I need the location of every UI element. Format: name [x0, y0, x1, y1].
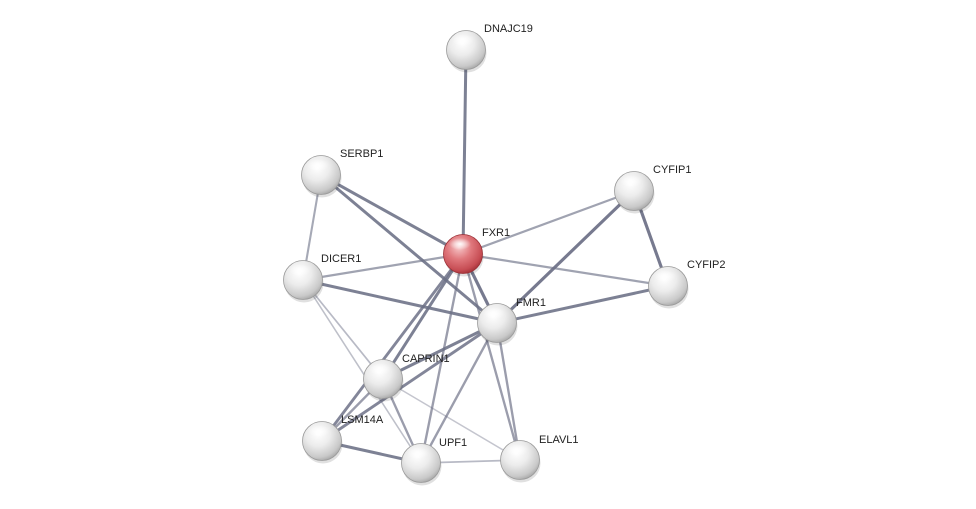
edge-fmr1-upf1[interactable] [419, 321, 499, 465]
node-highlight [452, 34, 474, 46]
edge-fxr1-caprin1[interactable] [381, 252, 465, 381]
node-highlight [308, 425, 330, 437]
node-highlight [369, 363, 391, 375]
edge-fxr1-cyfip1[interactable] [461, 189, 636, 256]
node-highlight [506, 444, 528, 456]
node-highlight [307, 159, 329, 171]
edge-dicer1-caprin1[interactable] [302, 279, 384, 380]
node-label-fxr1: FXR1 [482, 227, 510, 239]
edge-fxr1-lsm14a[interactable] [320, 252, 465, 443]
node-label-serbp1: SERBP1 [340, 148, 383, 160]
edge-fxr1-dnajc19[interactable] [461, 48, 468, 256]
node-highlight [289, 264, 311, 276]
node-lsm14a[interactable]: LSM14A [302, 414, 384, 464]
node-serbp1[interactable]: SERBP1 [301, 148, 384, 198]
node-label-cyfip2: CYFIP2 [687, 259, 726, 271]
edge-fxr1-dicer1[interactable] [301, 252, 465, 282]
edge-fmr1-elavl1[interactable] [495, 321, 522, 462]
node-label-lsm14a: LSM14A [341, 414, 384, 426]
node-highlight [449, 238, 471, 250]
node-highlight [620, 175, 642, 187]
node-upf1[interactable]: UPF1 [401, 437, 468, 486]
node-cyfip1[interactable]: CYFIP1 [614, 164, 692, 214]
edge-dicer1-upf1[interactable] [302, 279, 422, 464]
edge-fxr1-elavl1[interactable] [461, 252, 522, 462]
edge-serbp1-fmr1[interactable] [319, 173, 499, 325]
node-label-elavl1: ELAVL1 [539, 434, 579, 446]
node-cyfip2[interactable]: CYFIP2 [648, 259, 726, 309]
node-highlight [483, 307, 505, 319]
edge-fmr1-caprin1[interactable] [381, 321, 499, 381]
edge-fxr1-serbp1[interactable] [319, 173, 465, 256]
node-label-caprin1: CAPRIN1 [402, 353, 450, 365]
edge-cyfip1-fmr1[interactable] [495, 189, 636, 325]
node-dicer1[interactable]: DICER1 [283, 253, 362, 303]
node-label-cyfip1: CYFIP1 [653, 164, 692, 176]
node-label-dnajc19: DNAJC19 [484, 23, 533, 35]
edge-fxr1-cyfip2[interactable] [461, 252, 670, 288]
node-highlight [407, 447, 429, 459]
node-label-dicer1: DICER1 [321, 253, 361, 265]
node-dnajc19[interactable]: DNAJC19 [446, 23, 533, 73]
node-highlight [654, 270, 676, 282]
edge-caprin1-elavl1[interactable] [382, 378, 521, 461]
node-caprin1[interactable]: CAPRIN1 [363, 353, 450, 402]
node-fxr1[interactable]: FXR1 [443, 227, 511, 277]
node-fmr1[interactable]: FMR1 [477, 297, 546, 346]
edge-fmr1-lsm14a[interactable] [320, 321, 499, 443]
node-elavl1[interactable]: ELAVL1 [500, 434, 579, 483]
edge-cyfip2-fmr1[interactable] [495, 284, 670, 325]
node-label-upf1: UPF1 [439, 437, 467, 449]
edge-dicer1-fmr1[interactable] [301, 278, 499, 325]
node-label-fmr1: FMR1 [516, 297, 546, 309]
